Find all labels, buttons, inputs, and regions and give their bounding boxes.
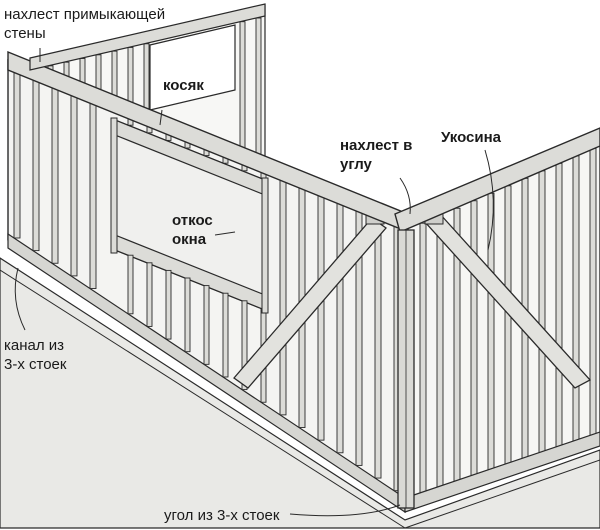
cripple-stud-lower — [165, 269, 172, 340]
cripple-stud-lower — [203, 285, 210, 365]
leader-line-corner — [399, 177, 411, 215]
label-adjacent-wall-overlap: нахлест примыкающей стены — [4, 5, 165, 43]
right-wall-stud — [589, 147, 597, 436]
label-window-slope: откос окна — [172, 211, 213, 249]
leader-line-corner-studs — [289, 504, 401, 517]
back-top-plate — [29, 3, 266, 71]
label-jamb: косяк — [163, 77, 204, 94]
right-top-plate — [394, 127, 600, 233]
right-wall-stud — [419, 222, 427, 494]
cripple-stud-lower — [222, 292, 229, 378]
cripple-stud-lower — [241, 300, 248, 391]
right-wall-stud — [538, 170, 546, 454]
cripple-stud-lower — [146, 262, 153, 327]
label-three-stud-channel-line2: 3-х стоек — [4, 356, 67, 373]
label-corner-overlap-line1: нахлест в — [340, 137, 413, 154]
right-wall-stud — [572, 155, 580, 442]
label-corner-overlap: нахлест в углу — [340, 136, 412, 174]
back-window-opening — [149, 24, 236, 111]
floor-edge-line-right — [404, 459, 600, 529]
left-wall-stud — [51, 87, 59, 264]
label-three-stud-corner: угол из 3-х стоек — [164, 507, 280, 524]
window-jamb-right — [261, 177, 269, 314]
left-wall-stud — [32, 79, 40, 252]
left-wall-brace — [233, 217, 387, 389]
left-wall-stud — [89, 102, 97, 289]
window-jamb-left — [110, 117, 118, 254]
label-three-stud-channel-line1: канал из — [4, 337, 65, 354]
leader-line-slope — [214, 231, 236, 236]
right-wall-stud — [436, 215, 444, 488]
left-wall-stud — [279, 179, 287, 416]
floor-edge-line — [0, 269, 406, 529]
cripple-stud-lower — [127, 254, 134, 315]
floor-deck — [0, 257, 600, 529]
label-adjacent-wall-overlap-line2: стены — [4, 25, 46, 42]
left-wall-stud — [70, 95, 78, 277]
left-wall-stud — [374, 218, 382, 479]
left-wall-stud — [317, 195, 325, 441]
label-window-slope-line2: окна — [172, 231, 207, 248]
leader-line-brace — [484, 149, 494, 251]
left-wall-stud — [336, 202, 344, 454]
right-wall-stud — [504, 185, 512, 465]
label-adjacent-wall-overlap-line1: нахлест примыкающей — [4, 6, 166, 23]
left-wall-stud — [13, 71, 21, 239]
right-wall-stud — [470, 200, 478, 477]
leader-line-channel — [14, 267, 26, 331]
label-window-slope-line1: откос — [172, 212, 213, 229]
right-wall-stud — [555, 162, 563, 448]
label-three-stud-channel: канал из 3-х стоек — [4, 336, 66, 374]
label-brace: Укосина — [441, 129, 501, 146]
cripple-stud-lower — [184, 277, 191, 353]
leader-line-jamb — [159, 109, 163, 126]
label-corner-overlap-line2: углу — [340, 156, 372, 173]
